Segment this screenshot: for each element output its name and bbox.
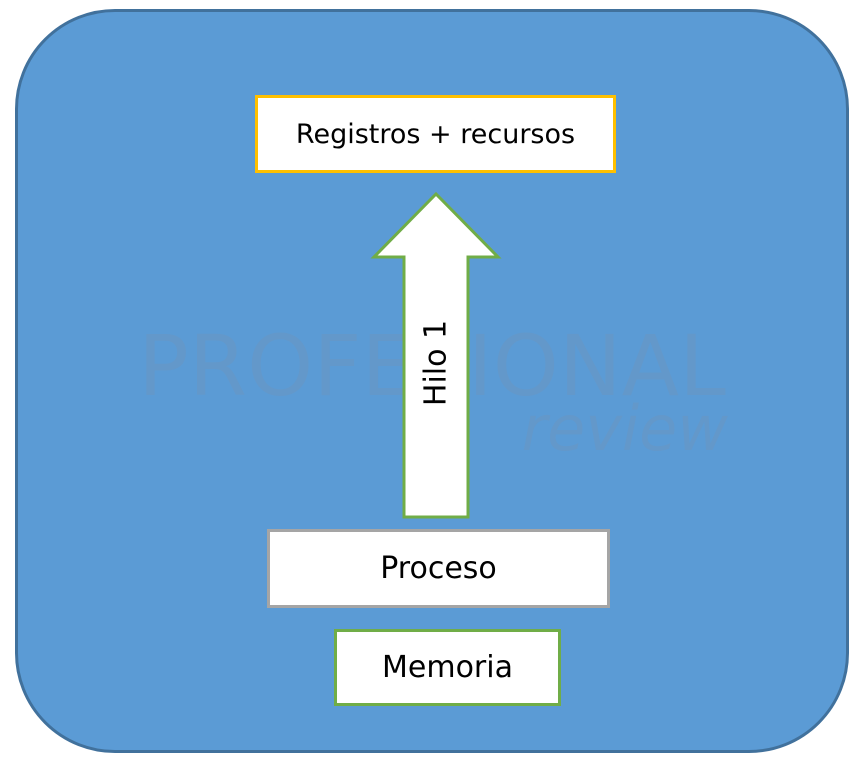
registros-recursos-label: Registros + recursos xyxy=(295,118,576,150)
memoria-box: Memoria xyxy=(334,629,561,706)
proceso-box: Proceso xyxy=(267,529,610,608)
proceso-label: Proceso xyxy=(380,551,497,586)
registros-recursos-box: Registros + recursos xyxy=(255,95,616,173)
memoria-label: Memoria xyxy=(382,650,513,685)
